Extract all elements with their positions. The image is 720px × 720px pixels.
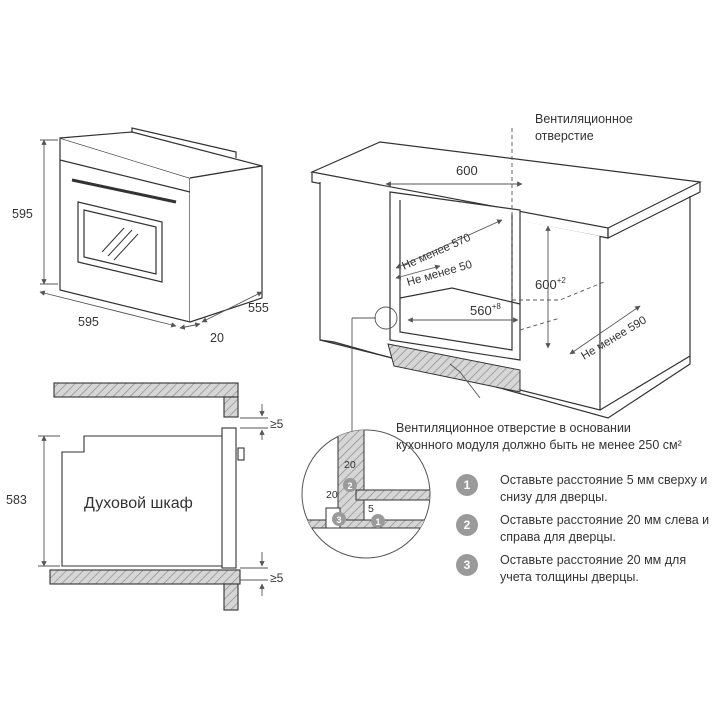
base-vent-note-line2: кухонного модуля должно быть не менее 25… xyxy=(396,438,682,452)
gap-bottom-label: ≥5 xyxy=(270,571,284,585)
kitchen-cabinet-isometric xyxy=(309,141,703,419)
oven-depth-label: 555 xyxy=(248,301,269,315)
base-vent-note-line1: Вентиляционное отверстие в основании xyxy=(396,421,631,435)
note-badge-2: 2 xyxy=(456,514,478,536)
svg-text:3: 3 xyxy=(336,515,341,525)
cabinet-width-label: 600 xyxy=(456,163,478,178)
note-item-3: 3 Оставьте расстояние 20 мм для учета то… xyxy=(456,552,716,592)
section-dimension-lines xyxy=(38,404,268,596)
note-badge-3: 3 xyxy=(456,554,478,576)
detail-dim-20-left: 20 xyxy=(326,489,338,501)
note-badge-1: 1 xyxy=(456,474,478,496)
detail-badge-1: 1 xyxy=(371,514,385,528)
detail-leaders xyxy=(351,306,481,440)
oven-door-gap-label: 20 xyxy=(210,331,224,345)
cabinet-dimension-lines xyxy=(385,128,641,355)
note-text-3: Оставьте расстояние 20 мм для учета толщ… xyxy=(500,553,687,584)
detail-dim-20-top: 20 xyxy=(344,459,356,471)
installation-section xyxy=(49,382,245,611)
oven-height-label: 595 xyxy=(12,207,33,221)
oven-dimension-lines xyxy=(39,139,263,330)
note-text-1: Оставьте расстояние 5 мм сверху и снизу … xyxy=(500,473,708,504)
svg-text:1: 1 xyxy=(375,517,380,527)
note-item-1: 1 Оставьте расстояние 5 мм сверху и сниз… xyxy=(456,472,716,512)
note-item-2: 2 Оставьте расстояние 20 мм слева и спра… xyxy=(456,512,716,552)
oven-isometric xyxy=(59,127,263,323)
section-height-label: 583 xyxy=(6,493,27,507)
gap-top-label: ≥5 xyxy=(270,417,284,431)
detail-dim-5: 5 xyxy=(368,503,374,515)
cabinet-height-label: 600+2 xyxy=(535,276,566,292)
detail-circle: 20 20 5 2 3 1 xyxy=(301,429,431,559)
inner-width-label: 560+8 xyxy=(470,302,501,318)
oven-width-label: 595 xyxy=(78,315,99,329)
vent-label-line1: Вентиляционное xyxy=(535,112,633,126)
detail-badge-2: 2 xyxy=(343,478,357,492)
note-text-2: Оставьте расстояние 20 мм слева и справа… xyxy=(500,513,710,544)
oven-section-label: Духовой шкаф xyxy=(84,495,193,512)
base-vent-note: Вентиляционное отверстие в основании кух… xyxy=(396,420,716,454)
vent-label-line2: отверстие xyxy=(535,129,594,143)
svg-text:2: 2 xyxy=(347,481,352,491)
detail-badge-3: 3 xyxy=(332,512,346,526)
